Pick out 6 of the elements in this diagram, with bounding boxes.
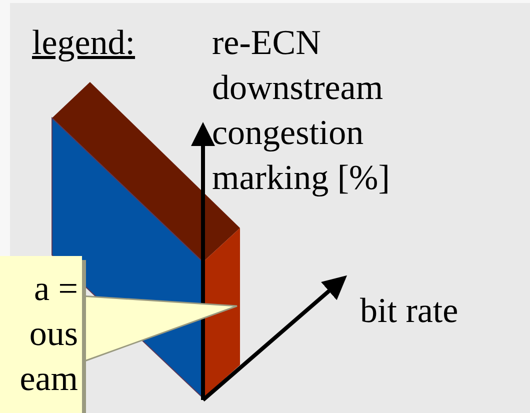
callout-text: a = ous eam xyxy=(18,268,78,400)
axis-label: re-ECN downstream congestion marking [%] xyxy=(212,22,391,199)
callout-box xyxy=(0,256,82,413)
legend-heading: legend: xyxy=(32,22,136,64)
axis-label: bit rate xyxy=(360,290,460,332)
side-face xyxy=(203,228,240,398)
